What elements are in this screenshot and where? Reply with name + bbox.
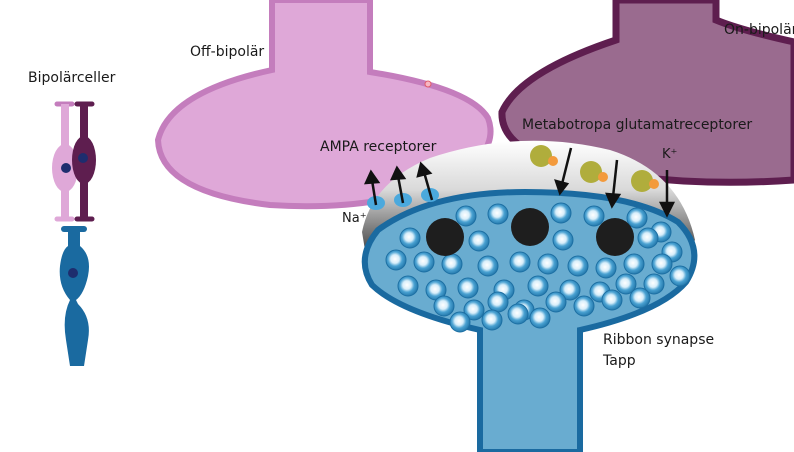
vesicle bbox=[559, 279, 581, 301]
sodium-arrows bbox=[363, 161, 434, 206]
vesicle bbox=[623, 253, 645, 275]
vesicle bbox=[455, 205, 477, 227]
ampa-receptor-label: AMPA receptorer bbox=[320, 139, 437, 155]
mglur-ligand bbox=[598, 172, 608, 182]
vesicle bbox=[487, 203, 509, 225]
vesicle bbox=[595, 257, 617, 279]
vesicle bbox=[527, 275, 549, 297]
vesicle bbox=[537, 253, 559, 275]
vesicle bbox=[468, 230, 490, 252]
vesicle bbox=[552, 229, 574, 251]
vesicle bbox=[626, 207, 648, 229]
vesicle bbox=[463, 299, 485, 321]
ribbon-synapse-label: Ribbon synapse bbox=[603, 332, 715, 348]
vesicle bbox=[449, 311, 471, 333]
vesicle bbox=[509, 251, 531, 273]
synaptic-vesicles bbox=[385, 202, 691, 333]
potassium-label: K⁺ bbox=[662, 147, 678, 162]
vesicle bbox=[583, 205, 605, 227]
vesicle bbox=[399, 227, 421, 249]
vesicle bbox=[651, 253, 673, 275]
vesicle bbox=[481, 309, 503, 331]
mglur-ligand bbox=[649, 179, 659, 189]
sodium-label: Na⁺ bbox=[342, 211, 367, 226]
vesicle bbox=[545, 291, 567, 313]
on-bipolar-label: On-bipolär bbox=[724, 22, 794, 38]
ribbon bbox=[596, 218, 634, 256]
off-bipolar-dendrite bbox=[154, 0, 494, 210]
vesicle bbox=[487, 291, 509, 313]
vesicle bbox=[477, 255, 499, 277]
vesicle bbox=[433, 295, 455, 317]
vesicle bbox=[507, 303, 529, 325]
metabotropic-receptors bbox=[530, 145, 659, 192]
vesicle bbox=[601, 289, 623, 311]
vesicle bbox=[441, 253, 463, 275]
vesicle bbox=[550, 202, 572, 224]
synaptic-ribbons bbox=[426, 208, 634, 256]
mglur-receptor bbox=[530, 145, 552, 167]
mglur-receptor bbox=[631, 170, 653, 192]
bipolar-cells-icon bbox=[52, 101, 96, 366]
vesicle bbox=[637, 227, 659, 249]
metabotropic-receptor-label: Metabotropa glutamatreceptorer bbox=[522, 117, 753, 133]
mglur-ligand bbox=[548, 156, 558, 166]
vesicle bbox=[385, 249, 407, 271]
ribbon bbox=[426, 218, 464, 256]
cone-pedicle-label: Tapp bbox=[603, 353, 636, 369]
cursor-dot-icon bbox=[424, 80, 432, 88]
vesicle bbox=[457, 277, 479, 299]
vesicle bbox=[629, 287, 651, 309]
vesicle bbox=[573, 295, 595, 317]
vesicle bbox=[669, 265, 691, 287]
ribbon bbox=[511, 208, 549, 246]
vesicle bbox=[413, 251, 435, 273]
vesicle bbox=[397, 275, 419, 297]
vesicle bbox=[567, 255, 589, 277]
vesicle bbox=[615, 273, 637, 295]
off-bipolar-label: Off-bipolär bbox=[190, 44, 265, 60]
mglur-receptor bbox=[580, 161, 602, 183]
potassium-arrows bbox=[554, 147, 676, 218]
bipolar-cells-label: Bipolärceller bbox=[28, 70, 116, 86]
vesicle bbox=[643, 273, 665, 295]
vesicle bbox=[529, 307, 551, 329]
